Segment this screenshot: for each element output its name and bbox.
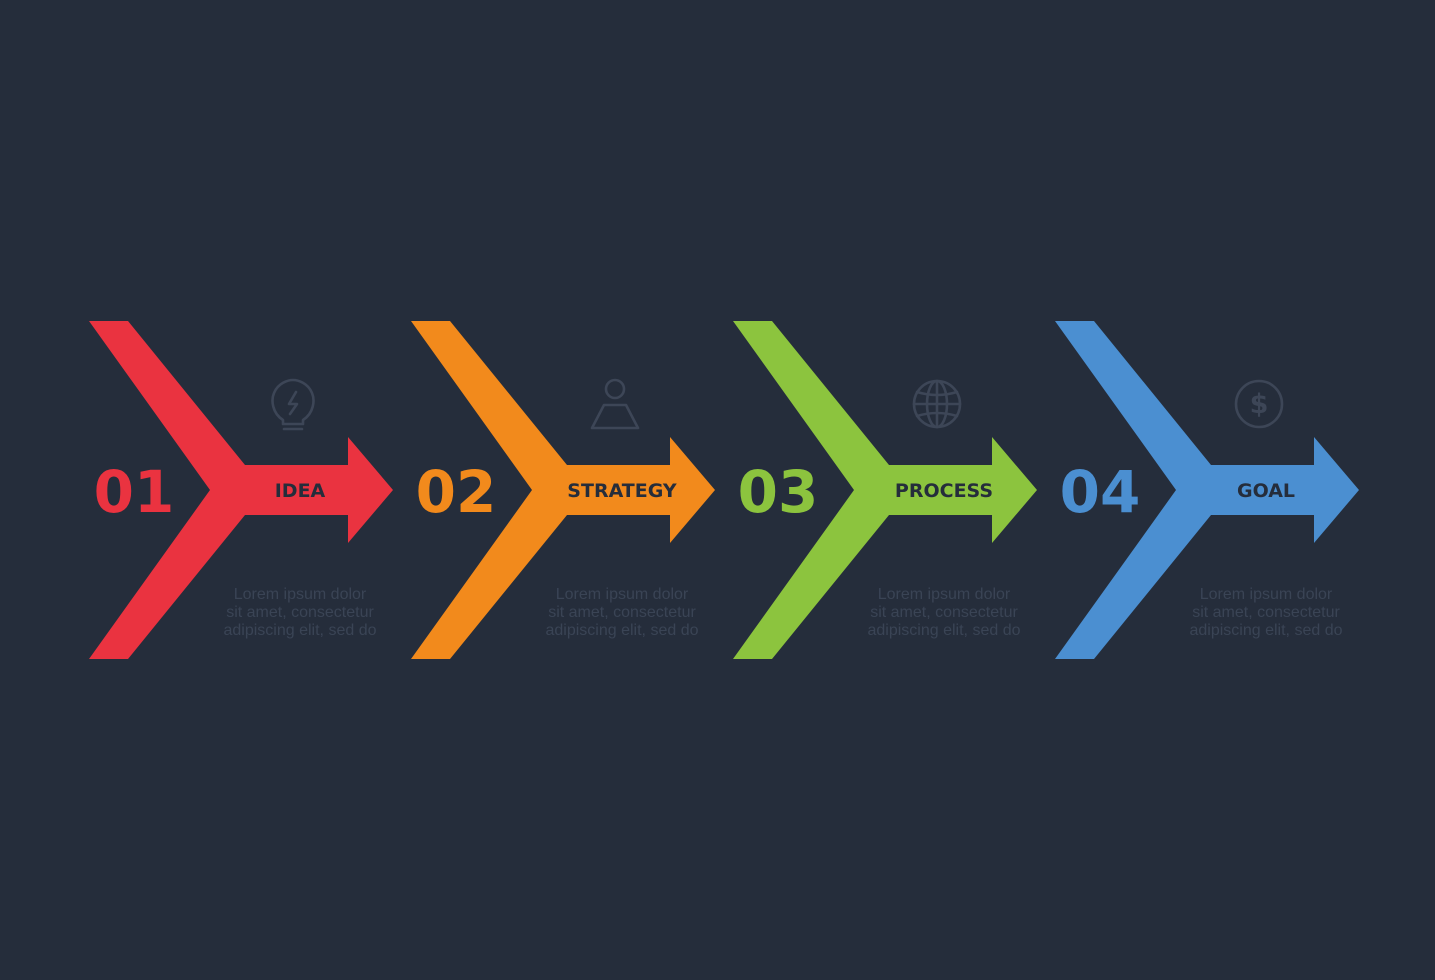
step-number: 04 — [1060, 458, 1141, 526]
step-description-line: adipiscing elit, sed do — [224, 622, 377, 639]
step-description-line: Lorem ipsum dolor — [1200, 586, 1333, 603]
step-label: PROCESS — [895, 480, 993, 502]
chevron-arrow-shape — [1055, 321, 1359, 659]
chevron-arrow-shape — [89, 321, 393, 659]
step-description-line: adipiscing elit, sed do — [1190, 622, 1343, 639]
user-icon — [590, 378, 640, 430]
step-label: IDEA — [275, 480, 326, 502]
dollar-glyph: $ — [1250, 389, 1269, 420]
step-description-line: Lorem ipsum dolor — [556, 586, 689, 603]
step-description-line: sit amet, consectetur — [548, 604, 696, 621]
step-number: 01 — [94, 458, 175, 526]
chevron-arrow-shape — [733, 321, 1037, 659]
step-description-line: sit amet, consectetur — [1192, 604, 1340, 621]
step-description-line: Lorem ipsum dolor — [878, 586, 1011, 603]
step-number: 03 — [738, 458, 819, 526]
step-description-line: sit amet, consectetur — [226, 604, 374, 621]
step-label: GOAL — [1237, 480, 1295, 502]
dollar-icon: $ — [1234, 379, 1284, 429]
chevron-arrow-shape — [411, 321, 715, 659]
globe-icon — [912, 379, 962, 429]
step-description-line: sit amet, consectetur — [870, 604, 1018, 621]
lightbulb-icon — [271, 378, 315, 431]
step-label: STRATEGY — [567, 480, 677, 502]
step-number: 02 — [416, 458, 497, 526]
step-description-line: Lorem ipsum dolor — [234, 586, 367, 603]
step-description-line: adipiscing elit, sed do — [546, 622, 699, 639]
step-description-line: adipiscing elit, sed do — [868, 622, 1021, 639]
